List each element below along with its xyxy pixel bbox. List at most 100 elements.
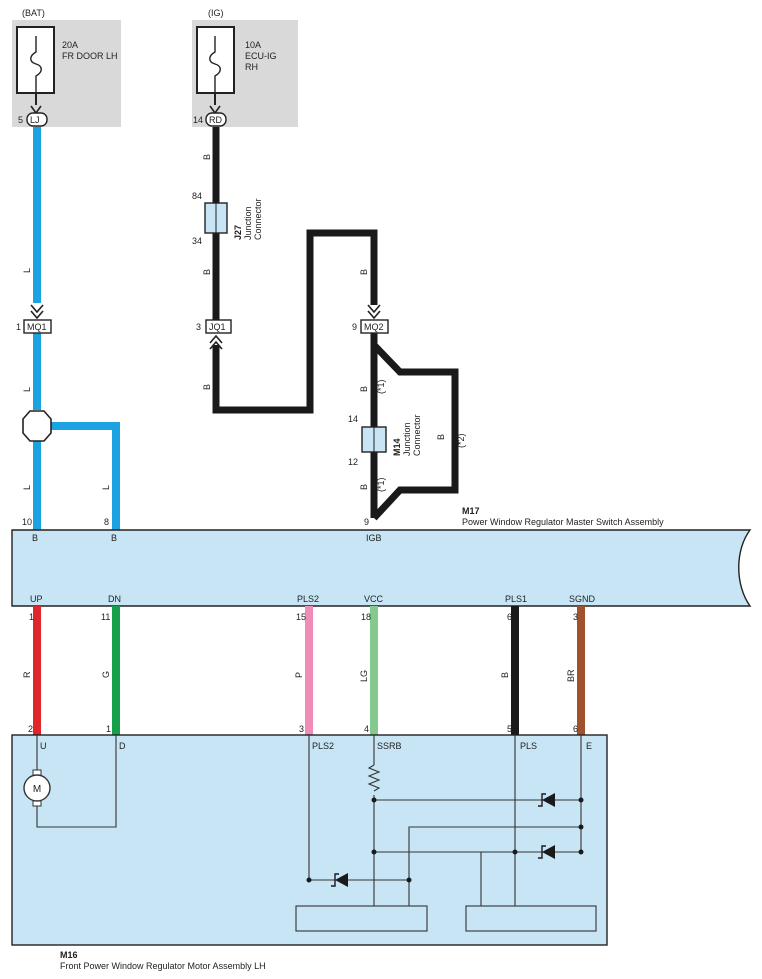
wire-label: G [101, 671, 111, 678]
pin-label: SSRB [377, 741, 402, 751]
pin-label: PLS [520, 741, 537, 751]
pin-label: VCC [364, 594, 384, 604]
motor-label: M [33, 784, 41, 795]
pin-label: U [40, 741, 47, 751]
zener-diode-icon [538, 845, 555, 859]
wire-label: BR [566, 669, 576, 682]
j27-pin-bottom: 34 [192, 236, 202, 246]
note-label: (*1) [376, 379, 386, 394]
connector-lj-label: LJ [30, 115, 40, 125]
pin-num: 5 [507, 724, 512, 734]
m14-pin-bottom: 12 [348, 457, 358, 467]
connector-jq1 [205, 319, 232, 334]
wire-b-ig [212, 127, 459, 521]
resistor-icon [367, 764, 381, 792]
wire-label: L [22, 485, 32, 490]
wire-label: B [436, 434, 446, 440]
wire-label: L [22, 387, 32, 392]
pin-num: 1 [29, 612, 34, 622]
connector-jq1-label: JQ1 [209, 322, 226, 332]
m16-id: M16 [60, 950, 78, 960]
pin-num: 18 [361, 612, 371, 622]
wire-label: B [202, 154, 212, 160]
pin-label: E [586, 741, 592, 751]
connector-jq1-pin: 3 [196, 322, 201, 332]
pin-num: 11 [101, 612, 110, 622]
connector-mq1 [23, 319, 52, 334]
j27-label: Junction [243, 206, 253, 240]
pin-num: 4 [364, 724, 369, 734]
pin-label: DN [108, 594, 121, 604]
m17-name: Power Window Regulator Master Switch Ass… [462, 517, 664, 527]
pin-num: 6 [507, 612, 512, 622]
connector-rd [205, 112, 227, 127]
connector-mq1-label: MQ1 [27, 322, 47, 332]
pin-num: 10 [22, 517, 32, 527]
fuse-rating: 20A [62, 40, 78, 50]
wire-label: B [359, 484, 369, 490]
j27-label-2: Connector [253, 198, 263, 240]
wire-label: R [22, 671, 32, 678]
pin-num: 6 [573, 724, 578, 734]
m14-pin-top: 14 [348, 414, 358, 424]
pin-label: SGND [569, 594, 596, 604]
connector-lj [26, 112, 48, 127]
pin-label: B [32, 533, 38, 543]
connector-mq2-pin: 9 [352, 322, 357, 332]
pin-label: PLS1 [505, 594, 527, 604]
pin-num: 2 [28, 724, 33, 734]
wire-label: B [202, 384, 212, 390]
fuse-name-2: RH [245, 62, 258, 72]
pin-label: IGB [366, 533, 382, 543]
connector-rd-label: RD [209, 115, 222, 125]
wire-label: L [101, 485, 111, 490]
wire-label: B [359, 386, 369, 392]
note-label: (*2) [456, 433, 466, 448]
pin-num: 8 [104, 517, 109, 527]
wire-label: P [294, 672, 304, 678]
pin-label: PLS2 [312, 741, 334, 751]
fuse-ig: (IG) 10A ECU-IG RH [192, 8, 298, 127]
wire-label: LG [359, 670, 369, 682]
splice-point [22, 410, 52, 442]
note-label: (*1) [376, 477, 386, 492]
fuse-icon [209, 36, 221, 92]
bat-source-label: (BAT) [22, 8, 45, 18]
double-arrow-icon [209, 334, 223, 350]
connector-mq2 [360, 319, 389, 334]
ig-source-label: (IG) [208, 8, 224, 18]
pin-label: UP [30, 594, 43, 604]
zener-diode-icon [331, 873, 348, 887]
pin-label: PLS2 [297, 594, 319, 604]
junction-dots [306, 797, 584, 883]
connector-lj-pin: 5 [18, 115, 23, 125]
motor-icon: M [23, 769, 51, 807]
connector-rd-pin: 14 [193, 115, 203, 125]
m14-id: M14 [392, 438, 402, 456]
m14-label: Junction [402, 422, 412, 456]
fuse-bat: (BAT) 20A FR DOOR LH [12, 8, 121, 127]
m14-label-2: Connector [412, 414, 422, 456]
connector-mq2-label: MQ2 [364, 322, 384, 332]
fuse-name: ECU-IG [245, 51, 277, 61]
pin-num: 1 [106, 724, 111, 734]
pin-num: 3 [573, 612, 578, 622]
zener-diode-icon [538, 793, 555, 807]
pin-label: B [111, 533, 117, 543]
j27-pin-top: 84 [192, 191, 202, 201]
pin-num: 3 [299, 724, 304, 734]
m17-master-switch-body [11, 529, 752, 607]
wire-label: B [202, 269, 212, 275]
m17-id: M17 [462, 506, 480, 516]
connector-mq1-pin: 1 [16, 322, 21, 332]
wire-l-bat [33, 127, 120, 530]
wire-label: L [22, 268, 32, 273]
wire-label: B [359, 269, 369, 275]
fuse-name: FR DOOR LH [62, 51, 118, 61]
pin-num: 15 [296, 612, 306, 622]
fuse-rating: 10A [245, 40, 261, 50]
double-arrow-icon [367, 304, 381, 320]
double-arrow-icon [30, 304, 44, 320]
fuse-icon [30, 36, 42, 92]
